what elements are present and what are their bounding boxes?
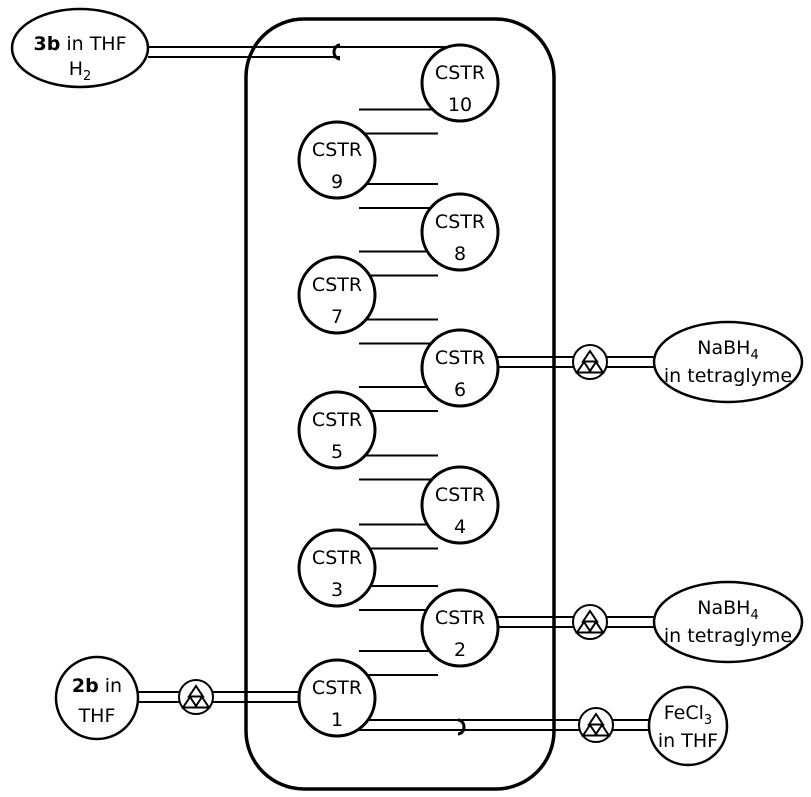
tube-bend [457, 718, 466, 736]
feed-substrate-2b: 2b in THF [54, 655, 140, 741]
vessel-label-line2: H2 [69, 58, 92, 84]
reactor-number: 1 [331, 709, 343, 731]
reactor-number: 4 [454, 516, 466, 538]
reactor-number: 8 [454, 243, 466, 265]
reactor-vessel [420, 43, 500, 123]
gas-subscript: 2 [83, 69, 91, 84]
reactor-vessel [420, 465, 500, 545]
reactor-cstr-5: CSTR 5 [297, 390, 377, 470]
reagent-subscript: 4 [750, 348, 758, 363]
reactor-number: 6 [454, 379, 466, 401]
reactor-vessel [297, 528, 377, 608]
pump-substrate [178, 679, 214, 715]
reactor-label: CSTR [435, 62, 485, 84]
reactor-number: 3 [331, 579, 343, 601]
reactor-vessel [297, 658, 377, 738]
reagent-label: NaBH [697, 337, 750, 359]
vessel-label-line2: in tetraglyme [664, 625, 792, 647]
tube-cstr-8-to-9 [359, 183, 438, 209]
tube-cstr-3-to-4 [359, 523, 438, 550]
solvent-label: in THF [60, 33, 126, 55]
compound-label: 3b [33, 33, 60, 55]
reactor-cstr-8: CSTR 8 [420, 192, 500, 272]
reactor-cstr-3: CSTR 3 [297, 528, 377, 608]
vessel-label-line1: 3b in THF [33, 33, 126, 55]
vessel-outline [647, 685, 729, 767]
reactor-number: 5 [331, 441, 343, 463]
tube-cstr-2-to-3 [359, 585, 438, 611]
vessel-label-line2: THF [78, 705, 116, 727]
pump-nabh4-lower [572, 604, 608, 640]
tube-cstr-5-to-6 [359, 386, 438, 412]
vessel-outline [652, 320, 804, 404]
reactor-label: CSTR [435, 211, 485, 233]
reactor-vessel [420, 588, 500, 668]
tube-bend [332, 43, 341, 61]
vessel-label-line1: 2b in [72, 675, 122, 697]
feed-product-3b: 3b in THF H2 [10, 7, 150, 89]
vessel-label-line1: NaBH4 [697, 597, 758, 623]
reactor-number: 10 [448, 94, 472, 116]
tube-cstr-7-to-8 [359, 250, 438, 277]
tube-cstr-1-to-2 [359, 650, 438, 676]
pumps [178, 344, 614, 743]
reagent-label: FeCl [664, 702, 704, 724]
reactor-label: CSTR [435, 607, 485, 629]
pump-nabh4-upper [572, 344, 608, 380]
reactor-vessel [297, 390, 377, 470]
tube-cstr-4-to-5 [359, 454, 438, 481]
reactor-cstr-6: CSTR 6 [420, 328, 500, 408]
reactor-label: CSTR [435, 484, 485, 506]
feed-fecl3: FeCl3 in THF [647, 685, 729, 767]
vessel-outline [54, 655, 140, 741]
feed-nabh4-upper: NaBH4 in tetraglyme [652, 320, 804, 404]
reactor-cstr-4: CSTR 4 [420, 465, 500, 545]
reactor-cstr-2: CSTR 2 [420, 588, 500, 668]
vessel-label-line2: in THF [658, 730, 718, 752]
vessel-outline [10, 7, 150, 89]
reactor-enclosure [244, 17, 556, 791]
gas-label: H [69, 58, 83, 80]
reactor-label: CSTR [312, 139, 362, 161]
solvent-label: in [99, 675, 122, 697]
pump-fecl3 [578, 707, 614, 743]
compound-label: 2b [72, 675, 99, 697]
reactor-vessel [297, 255, 377, 335]
reactor-label: CSTR [312, 547, 362, 569]
reagent-label: NaBH [697, 597, 750, 619]
reactor-number: 9 [331, 171, 343, 193]
feed-nabh4-lower: NaBH4 in tetraglyme [652, 580, 804, 664]
vessel-label-line1: FeCl3 [664, 702, 712, 728]
reactor-label: CSTR [312, 409, 362, 431]
reactor-vessel [297, 120, 377, 200]
vessel-label-line2: in tetraglyme [664, 365, 792, 387]
reactor-label: CSTR [312, 274, 362, 296]
tube-cstr-9-to-10 [359, 108, 438, 135]
reactor-label: CSTR [435, 347, 485, 369]
reagent-subscript: 4 [750, 608, 758, 623]
tube-cstr-6-to-7 [359, 318, 438, 345]
tube-cstr-10-to-product [148, 46, 340, 58]
reagent-subscript: 3 [704, 713, 712, 728]
reactor-cstr-10: CSTR 10 [420, 43, 500, 123]
reactor-label: CSTR [312, 677, 362, 699]
reactor-cstr-1: CSTR 1 [297, 658, 377, 738]
reactors: CSTR1CSTR2CSTR3CSTR4CSTR5CSTR6CSTR7CSTR8… [297, 43, 500, 738]
reactor-cstr-9: CSTR 9 [297, 120, 377, 200]
reactor-number: 2 [454, 639, 466, 661]
vessel-outline [652, 580, 804, 664]
vessel-label-line1: NaBH4 [697, 337, 758, 363]
reactor-vessel [420, 328, 500, 408]
reactor-number: 7 [331, 306, 343, 328]
tube-substrate-to-cstr-1 [138, 691, 305, 703]
reactor-cstr-7: CSTR 7 [297, 255, 377, 335]
reactor-vessel [420, 192, 500, 272]
